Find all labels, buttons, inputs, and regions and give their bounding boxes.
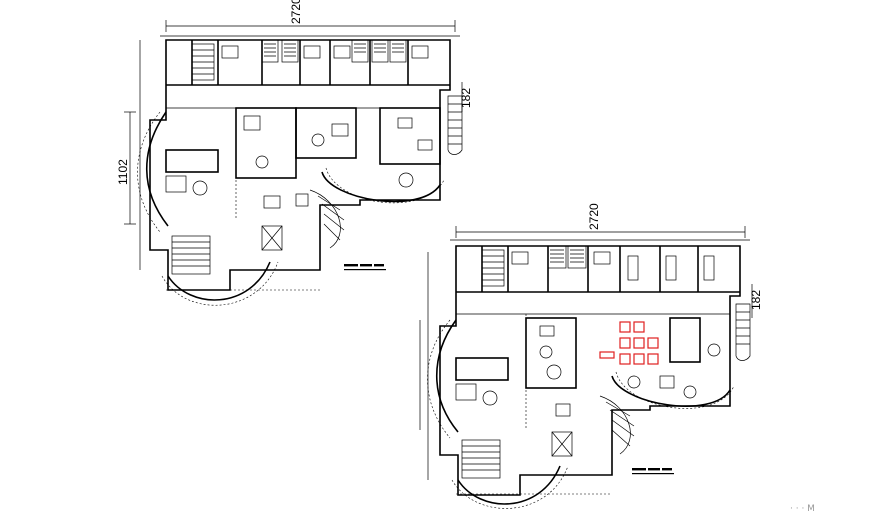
watermark: · · · M [790,504,815,514]
top-room-partitions [191,40,409,85]
middle-room-walls [165,107,441,179]
dim-width-label-2: 2720 [587,203,601,230]
dim-height-label: 1102 [116,159,130,185]
plan-lower-right: 2720 182 [419,203,763,509]
dining-furniture-highlight [599,321,659,365]
top-room-partitions-2 [481,246,699,292]
stair-right-2 [735,303,751,361]
dim-stair-label-2: 182 [749,290,763,310]
middle-furniture [165,115,433,209]
lift-bottom-2 [551,431,573,457]
dim-stair-label: 182 [459,88,473,108]
dimension-right-2: 182 [749,284,763,318]
beds-top [221,45,429,59]
stair-lower-middle [309,189,345,249]
title-block-plan2 [632,468,674,475]
dimension-top: 2720 [160,0,460,37]
stair-top-left [191,43,215,81]
bathroom-hatching-top [261,39,407,63]
grid-lines-plan2 [456,314,610,495]
lift-bottom [261,225,283,251]
middle-furniture-2 [455,325,721,417]
bathroom-hatching-2 [547,245,587,269]
dimension-top-2: 2720 [450,203,750,241]
middle-room-walls-2 [455,317,701,389]
stair-top-left-2 [481,249,505,287]
plan-upper-left: 2720 1102 182 [116,0,473,306]
dim-width-label: 2720 [289,0,303,24]
stair-lower-middle-2 [599,395,635,455]
dimension-left: 1102 [116,40,141,270]
stair-bottom-left-2 [461,439,501,479]
stair-right [447,95,463,155]
beds-top-2 [511,251,715,281]
grid-lines-plan1 [166,108,320,291]
title-block-plan1 [344,264,386,271]
dimension-right: 182 [459,82,473,112]
stair-bottom-left [171,235,211,275]
